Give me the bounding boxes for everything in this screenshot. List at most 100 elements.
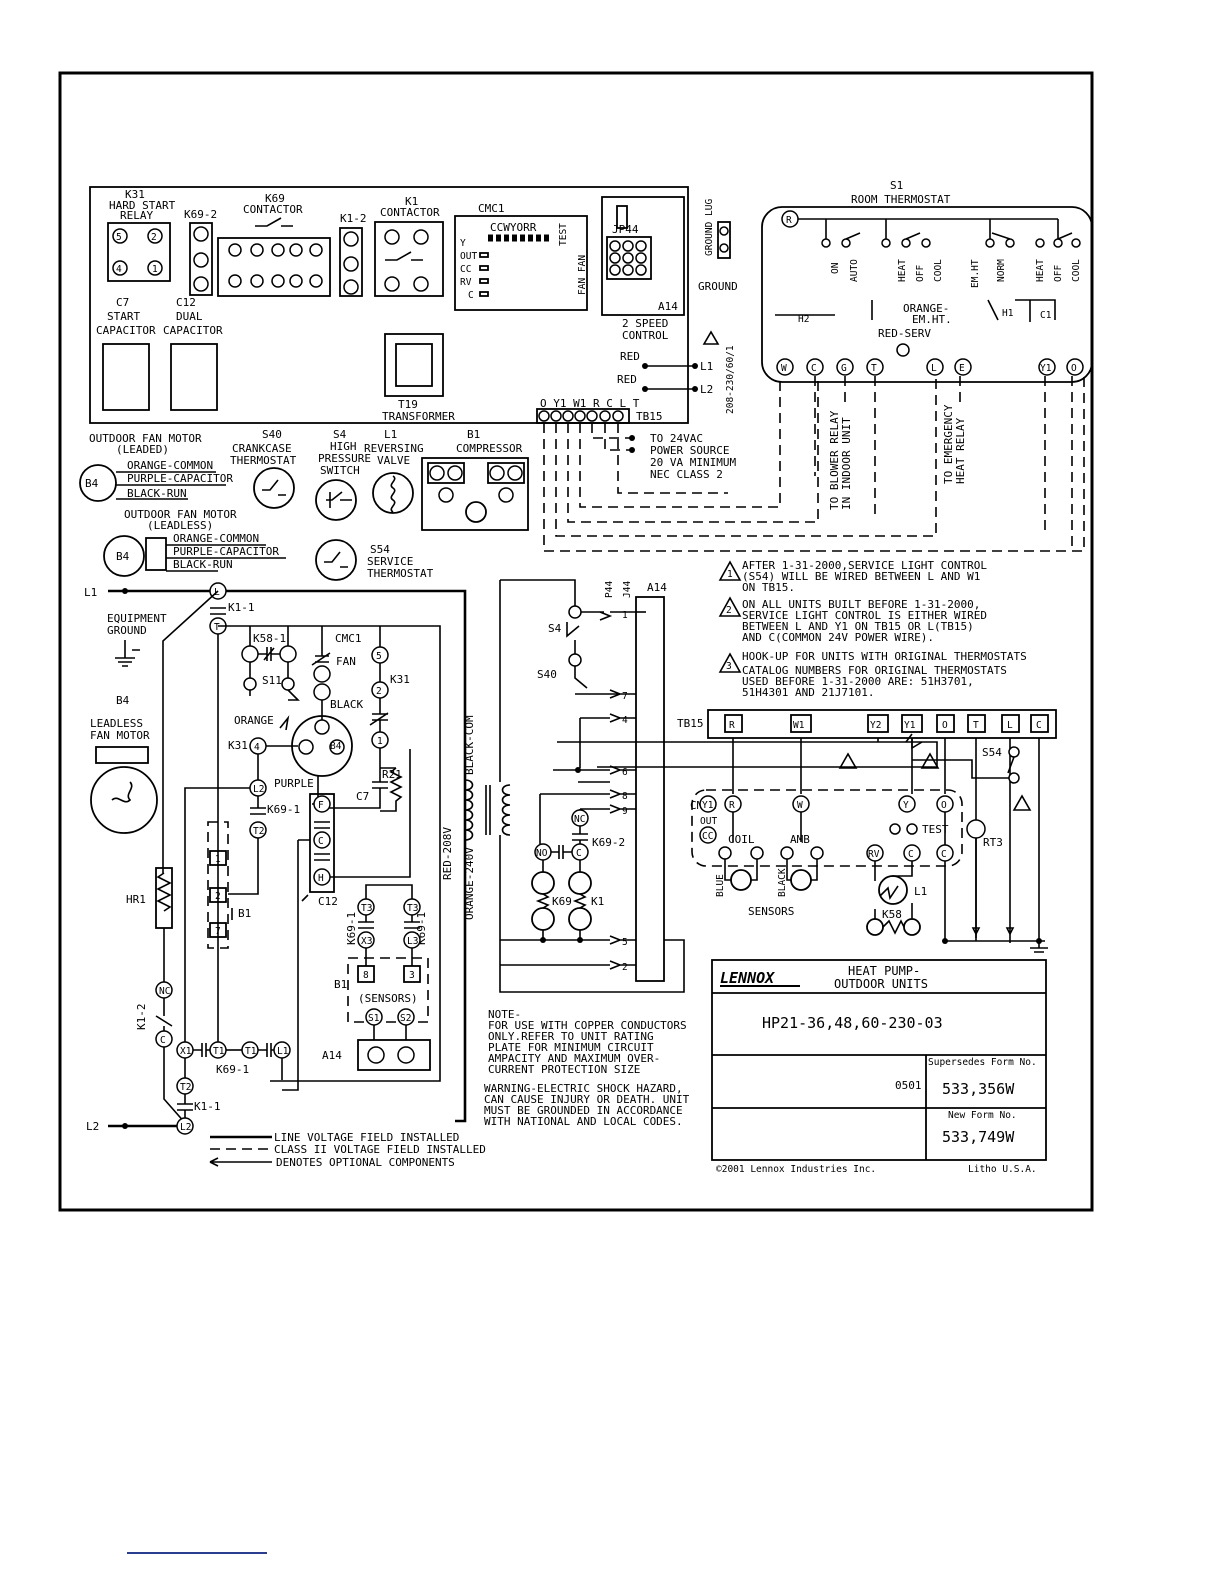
transformer-label: TRANSFORMER bbox=[382, 410, 455, 423]
svg-text:X1: X1 bbox=[180, 1046, 192, 1057]
speed-line1: 2 SPEED bbox=[622, 317, 668, 330]
svg-text:T3: T3 bbox=[361, 903, 372, 914]
k1-1b: K1-1 bbox=[194, 1100, 221, 1113]
c7-capacitor bbox=[102, 343, 150, 411]
svg-text:T: T bbox=[214, 622, 220, 633]
svg-text:6: 6 bbox=[622, 767, 628, 778]
k69-2-label: K69-2 bbox=[184, 208, 217, 221]
c12-line2: DUAL bbox=[176, 310, 203, 323]
j44: J44 bbox=[622, 581, 633, 598]
tb15-t: T bbox=[973, 720, 979, 731]
note2-line1: ON ALL UNITS BUILT BEFORE 1-31-2000, bbox=[742, 598, 980, 611]
tb15-strip bbox=[536, 408, 630, 424]
a14-control-schematic: P44 J44 A14 1 S4 S40 7 4 6 8 9 NC C K69-… bbox=[499, 579, 938, 993]
ofm2-wire3: BLACK-RUN bbox=[173, 558, 233, 571]
svg-text:7: 7 bbox=[215, 926, 221, 937]
l1-valve-sub1: REVERSING bbox=[364, 442, 424, 455]
emergency-relay-2: HEAT RELAY bbox=[954, 417, 967, 484]
c7-line2: START bbox=[107, 310, 140, 323]
cmc-r: R bbox=[729, 800, 735, 811]
cmc1-out: OUT bbox=[460, 251, 477, 262]
new-form-label: New Form No. bbox=[948, 1110, 1017, 1121]
orange-label: ORANGE- bbox=[903, 302, 949, 315]
cmc1-dashed-box bbox=[691, 789, 963, 867]
note-line3: ONLY.REFER TO UNIT RATING bbox=[488, 1030, 654, 1043]
coil-label: COIL bbox=[728, 833, 755, 846]
rv-term: RV bbox=[868, 849, 880, 860]
k69-1b: K69-1 bbox=[345, 912, 358, 945]
purple-sch: PURPLE bbox=[274, 777, 314, 790]
l1-sch2: L1 bbox=[914, 885, 927, 898]
s40-sub2: THERMOSTAT bbox=[230, 454, 297, 467]
sw-auto: AUTO bbox=[849, 259, 860, 282]
s40-sub1: CRANKCASE bbox=[232, 442, 292, 455]
svg-text:S2: S2 bbox=[400, 1013, 411, 1024]
supersedes-form: 533,356W bbox=[942, 1080, 1015, 1098]
k69-terminals bbox=[228, 243, 323, 288]
red-wire-2: RED bbox=[617, 373, 637, 386]
svg-text:T1: T1 bbox=[245, 1046, 257, 1057]
svg-text:5: 5 bbox=[116, 232, 122, 243]
red-wire-1: RED bbox=[620, 350, 640, 363]
k1-2-label: K1-2 bbox=[340, 212, 367, 225]
svg-text:NC: NC bbox=[574, 814, 585, 825]
room-thermostat: S1 ROOM THERMOSTAT R ON AUTO HEAT OFF CO… bbox=[761, 179, 1093, 510]
ofm1-wire3: BLACK-RUN bbox=[127, 487, 187, 500]
tb15-y1: Y1 bbox=[904, 720, 916, 731]
to24-line4: NEC CLASS 2 bbox=[650, 468, 723, 481]
s4-sch: S4 bbox=[548, 622, 562, 635]
redserv-label: RED-SERV bbox=[878, 327, 931, 340]
tb15-c: C bbox=[1036, 720, 1042, 731]
k31-relay-box bbox=[107, 222, 171, 282]
svg-text:F: F bbox=[318, 800, 324, 811]
k1-coil: K1 bbox=[591, 895, 604, 908]
cmc1-sch: CMC1 bbox=[335, 632, 362, 645]
svg-text:2: 2 bbox=[622, 962, 628, 973]
k58-coil-label: K58 bbox=[882, 908, 902, 921]
svg-text:3: 3 bbox=[726, 661, 732, 672]
svg-text:8: 8 bbox=[622, 791, 628, 802]
legend-1: LINE VOLTAGE FIELD INSTALLED bbox=[274, 1131, 459, 1144]
note1-line1: AFTER 1-31-2000,SERVICE LIGHT CONTROL bbox=[742, 559, 987, 572]
cmc1-board bbox=[454, 215, 588, 311]
svg-text:1: 1 bbox=[152, 264, 158, 275]
s54-label: S54 bbox=[370, 543, 390, 556]
room-thermostat-title: ROOM THERMOSTAT bbox=[851, 193, 951, 206]
svg-text:CC: CC bbox=[702, 831, 713, 842]
ofm1-wire2: PURPLE-CAPACITOR bbox=[127, 472, 233, 485]
s4-pressure-switch bbox=[315, 479, 357, 521]
warn-line1: WARNING-ELECTRIC SHOCK HAZARD, bbox=[484, 1082, 683, 1095]
sw-emht: EM.HT bbox=[970, 259, 981, 288]
cmc-test: TEST bbox=[922, 823, 949, 836]
black-label: BLACK bbox=[330, 698, 363, 711]
tstat-t: T bbox=[871, 363, 877, 374]
s54-service-thermostat bbox=[315, 539, 357, 581]
cmc-o: O bbox=[941, 800, 947, 811]
amb-label: AMB bbox=[790, 833, 810, 846]
k69-2-box bbox=[189, 222, 213, 296]
note1-line2: (S54) WILL BE WIRED BETWEEN L AND W1 bbox=[742, 570, 980, 583]
component-legend: OUTDOOR FAN MOTOR (LEADED) B4 ORANGE-COM… bbox=[79, 428, 529, 581]
fan-label: FAN bbox=[336, 655, 356, 668]
h1-label: H1 bbox=[1002, 308, 1014, 319]
footer-link-underline[interactable] bbox=[127, 1552, 267, 1554]
c12-line3: CAPACITOR bbox=[163, 324, 223, 337]
k31-sch: K31 bbox=[228, 739, 248, 752]
svg-text:8: 8 bbox=[363, 970, 369, 981]
cmc1-rv: RV bbox=[460, 277, 472, 288]
eqg-2: GROUND bbox=[107, 624, 147, 637]
k31-sch-b: K31 bbox=[390, 673, 410, 686]
cmc-out: OUT bbox=[700, 816, 717, 827]
s40-sch: S40 bbox=[537, 668, 557, 681]
r21-label: R21 bbox=[382, 768, 402, 781]
title-line1: HEAT PUMP- bbox=[848, 964, 920, 978]
red-208: RED-208V bbox=[441, 827, 454, 880]
l1-valve-coil bbox=[878, 875, 908, 905]
k69-1-bottom: K69-1 bbox=[216, 1063, 249, 1076]
control-box-outline bbox=[89, 186, 689, 424]
h2-label: H2 bbox=[798, 314, 809, 325]
svg-text:9: 9 bbox=[622, 806, 628, 817]
s40-label: S40 bbox=[262, 428, 282, 441]
note3-line3: USED BEFORE 1-31-2000 ARE: 51H3701, bbox=[742, 675, 974, 688]
